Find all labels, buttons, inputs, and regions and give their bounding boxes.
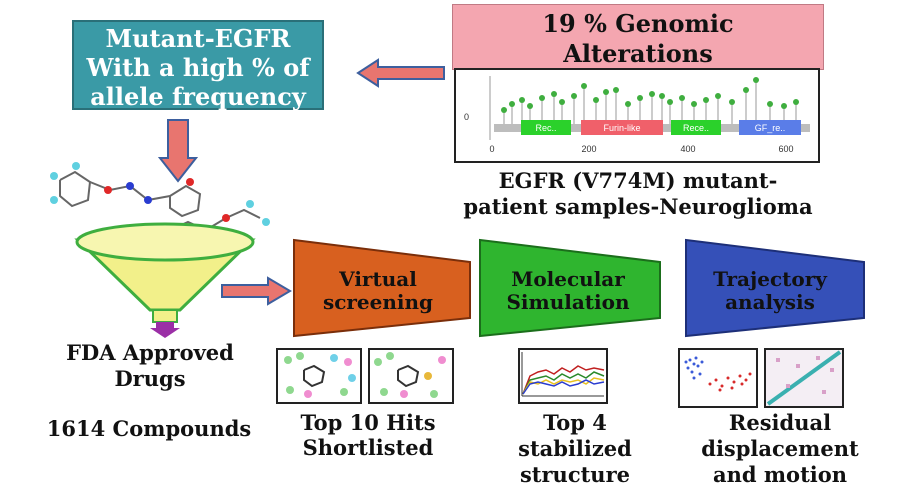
domain-label-4: GF_re..: [755, 123, 786, 133]
top10-caption: Top 10 Hits Shortlisted: [278, 410, 458, 460]
top10-line-1: Top 10 Hits: [300, 410, 436, 435]
residual-line-1: Residual: [728, 410, 832, 435]
domain-rec-2: [671, 120, 721, 135]
funnel-illustration: [50, 162, 270, 338]
lollipop-plot: 0 Rec.. Furin-like Rece.. GF_re.. 0 200 …: [454, 68, 820, 163]
residual-line-3: and motion: [712, 462, 848, 487]
fda-caption: FDA Approved Drugs: [30, 340, 270, 392]
mutation-head: [603, 89, 609, 95]
mutation-head: [593, 97, 599, 103]
purple-arrow: [150, 322, 180, 338]
right-arrow: [221, 276, 292, 306]
mutation-head: [703, 97, 709, 103]
top4-line-2: stabilized: [518, 436, 632, 461]
mutation-head: [767, 101, 773, 107]
x-tick-200: 200: [581, 144, 596, 154]
mutation-head: [539, 95, 545, 101]
mutation-head: [793, 99, 799, 105]
stage-trajectory-analysis: [685, 238, 865, 338]
domain-label-2: Furin-like: [603, 123, 640, 133]
mutation-head: [691, 101, 697, 107]
top10-line-2: Shortlisted: [302, 435, 434, 460]
stage2-line-2: Simulation: [506, 290, 630, 314]
correlation-matrix-thumbnail: [764, 348, 844, 408]
mutation-head: [571, 93, 577, 99]
interaction-map-1: [276, 348, 362, 404]
top4-caption: Top 4 stabilized structure: [490, 410, 660, 488]
mutation-head: [625, 101, 631, 107]
pca-scatter-thumbnail: [678, 348, 758, 408]
mutant-egfr-box: Mutant-EGFR With a high % of allele freq…: [72, 20, 324, 111]
mutation-head: [659, 93, 665, 99]
stage1-line-2: screening: [322, 290, 434, 314]
top4-line-1: Top 4: [543, 410, 607, 435]
mutation-head: [649, 91, 655, 97]
mutation-head: [519, 97, 525, 103]
mutation-head: [613, 87, 619, 93]
mutation-head: [501, 107, 507, 113]
lollipop-svg: 0 Rec.. Furin-like Rece.. GF_re.. 0 200 …: [464, 76, 810, 154]
top4-line-3: structure: [519, 462, 631, 487]
domain-label-3: Rece..: [683, 123, 709, 133]
domain-gf: [739, 120, 801, 135]
label-virtual-screening: Virtual screening: [318, 268, 438, 314]
fda-line-1: FDA Approved: [66, 340, 234, 365]
mutation-head: [715, 93, 721, 99]
egfr-line-1: EGFR (V774M) mutant-: [498, 168, 778, 193]
egfr-line-2: patient samples-Neuroglioma: [463, 194, 813, 219]
stage2-line-1: Molecular: [511, 267, 625, 291]
stage3-line-2: analysis: [725, 290, 815, 314]
x-tick-400: 400: [680, 144, 695, 154]
mutation-head: [667, 99, 673, 105]
genomic-alterations-box: 19 % Genomic Alterations: [452, 4, 824, 70]
mutant-line-3: allele frequency: [90, 82, 306, 111]
down-arrow: [158, 119, 198, 183]
funnel-spout: [152, 309, 178, 323]
mutation-head: [637, 95, 643, 101]
domain-label-1: Rec..: [535, 123, 556, 133]
domain-furin: [581, 120, 663, 135]
fda-line-2: Drugs: [114, 366, 186, 391]
y-tick-0: 0: [464, 112, 469, 122]
stage-molecular-simulation: [479, 238, 661, 338]
mutation-head: [551, 91, 557, 97]
x-tick-600: 600: [778, 144, 793, 154]
funnel-rim: [75, 222, 255, 262]
left-arrow: [356, 58, 445, 88]
domain-rec-1: [521, 120, 571, 135]
residual-caption: Residual displacement and motion: [680, 410, 880, 488]
mutation-head: [581, 83, 587, 89]
stage3-line-1: Trajectory: [713, 267, 827, 291]
mutation-head: [781, 103, 787, 109]
mutant-line-2: With a high % of: [86, 53, 310, 82]
mutation-head: [509, 101, 515, 107]
label-molecular-simulation: Molecular Simulation: [500, 268, 636, 314]
genomic-line-2: Alterations: [563, 39, 713, 68]
mutation-stems: [501, 77, 799, 124]
stage-virtual-screening: [293, 238, 471, 338]
label-trajectory-analysis: Trajectory analysis: [700, 268, 840, 314]
x-tick-0: 0: [489, 144, 494, 154]
rmsd-plot-thumbnail: [518, 348, 608, 404]
mutation-head: [559, 99, 565, 105]
interaction-map-2: [368, 348, 454, 404]
mutation-head: [679, 95, 685, 101]
mutation-head: [753, 77, 759, 83]
residual-line-2: displacement: [701, 436, 859, 461]
genomic-line-1: 19 % Genomic: [542, 9, 734, 38]
mutation-head: [729, 99, 735, 105]
egfr-caption: EGFR (V774M) mutant- patient samples-Neu…: [452, 168, 824, 220]
compounds-caption: 1614 Compounds: [46, 416, 252, 441]
stage1-line-1: Virtual: [339, 267, 417, 291]
mutant-line-1: Mutant-EGFR: [105, 24, 291, 53]
mutation-head: [743, 87, 749, 93]
mutation-head: [527, 103, 533, 109]
